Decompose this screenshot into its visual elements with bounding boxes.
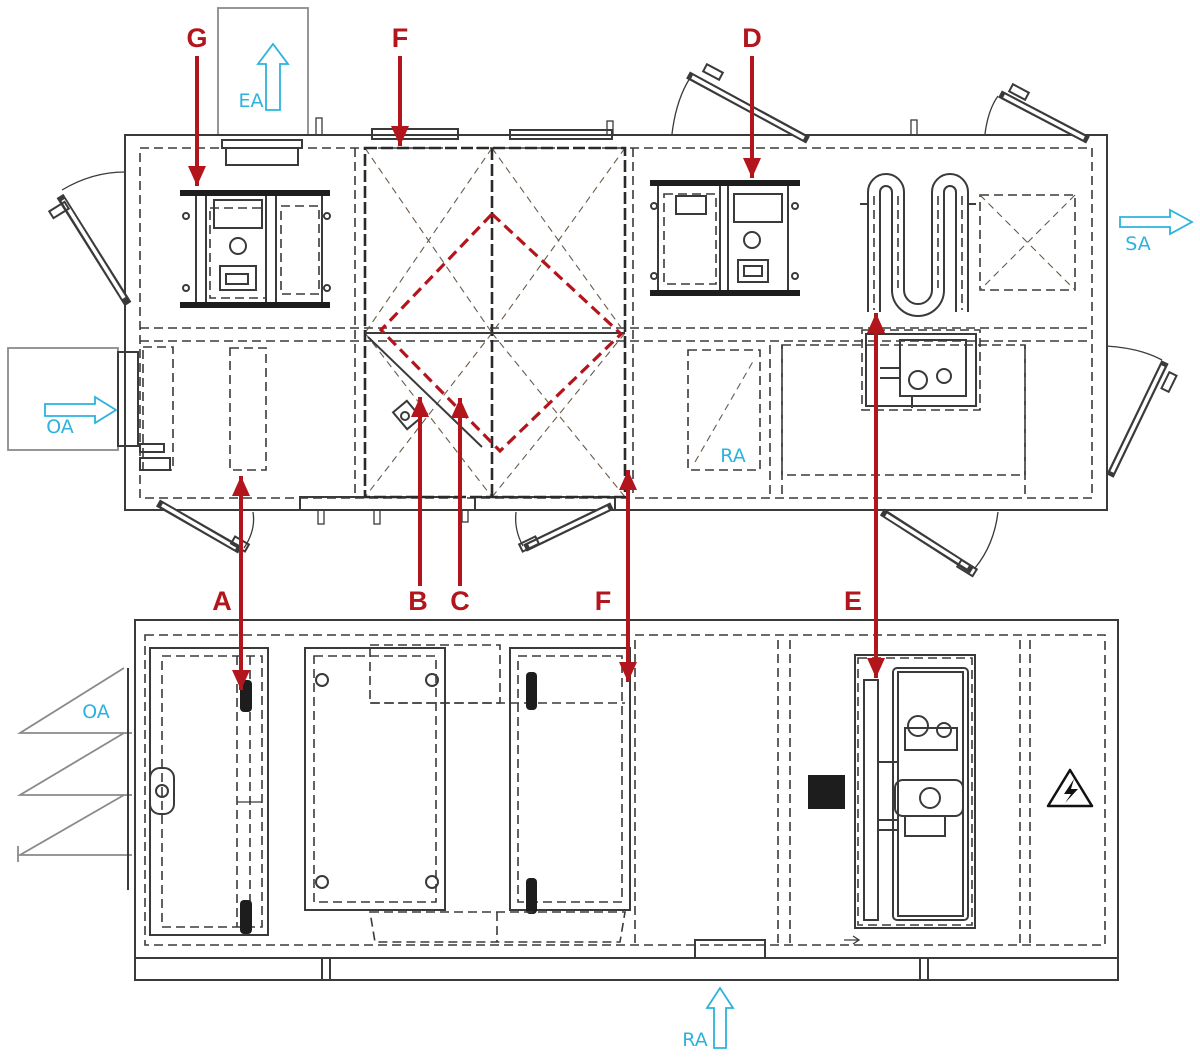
callout-top-2: F	[391, 23, 409, 146]
coil-plan	[860, 173, 976, 317]
callout-link-1: A	[212, 476, 250, 690]
heat-exchanger-diagonals	[364, 147, 626, 498]
access-door-bottom-right	[879, 508, 999, 578]
access-door-bottom-middle	[515, 502, 614, 553]
callout-top-1: G	[186, 23, 208, 186]
callout-link-3: C	[450, 398, 470, 616]
electrical-hazard-icon	[1046, 768, 1094, 808]
humidifier-elevation	[854, 654, 976, 929]
exhaust-air-label: EA	[238, 90, 263, 112]
crossed-panel	[979, 194, 1076, 291]
svg-text:D: D	[742, 23, 762, 53]
black-square-marker	[808, 775, 845, 809]
svg-text:F: F	[595, 586, 612, 616]
lower-right-compartments: RA	[687, 344, 1026, 498]
fan-assembly-left	[180, 190, 331, 308]
svg-text:F: F	[392, 23, 409, 53]
elevation-casing	[134, 619, 1119, 981]
outdoor-air-inlet-plan: OA	[7, 347, 139, 451]
callout-link-5: E	[844, 313, 885, 678]
svg-text:C: C	[450, 586, 470, 616]
fan-assembly-right	[650, 180, 800, 296]
supply-air-label: SA	[1125, 233, 1150, 255]
callout-top-3: D	[742, 23, 762, 178]
bypass-blade	[367, 336, 483, 448]
exhaust-air-arrow: EA	[238, 42, 290, 112]
callouts: G F D A B C F E	[186, 23, 885, 690]
callout-link-2: B	[408, 397, 429, 616]
svg-text:E: E	[844, 586, 862, 616]
access-door-left-top	[47, 171, 132, 307]
damper-actuator	[391, 399, 423, 431]
svg-text:A: A	[212, 586, 232, 616]
exhaust-duct	[217, 7, 309, 166]
return-air-label-elevation: RA	[682, 1029, 707, 1051]
heat-exchanger-plan	[363, 146, 627, 499]
plan-view: EA	[7, 7, 1194, 578]
filter-latch	[240, 900, 252, 934]
supply-air-arrow: SA	[1119, 208, 1194, 255]
return-air-label-plan: RA	[720, 445, 745, 467]
lower-left-compartments	[139, 346, 267, 471]
outdoor-air-label-elevation: OA	[82, 701, 110, 723]
elevation-view: OA	[16, 619, 1119, 1051]
filter-latch	[526, 878, 537, 914]
outdoor-air-hood: OA	[16, 667, 132, 890]
access-door-top-right	[984, 82, 1090, 144]
outdoor-air-label-plan: OA	[46, 416, 74, 438]
return-air-arrow: RA	[682, 986, 735, 1051]
callout-link-4: F	[595, 470, 637, 682]
humidifier-plan	[861, 329, 981, 411]
red-highlight-diamond	[378, 211, 624, 454]
filter-section-3	[369, 647, 631, 943]
filter-latch	[526, 672, 537, 710]
filter-section-1	[149, 647, 269, 936]
plan-casing	[124, 117, 1108, 525]
access-door-right-side	[1105, 345, 1178, 478]
svg-text:B: B	[408, 586, 428, 616]
svg-text:G: G	[186, 23, 207, 53]
access-door-top-middle	[671, 62, 810, 144]
filter-section-2	[304, 644, 625, 911]
